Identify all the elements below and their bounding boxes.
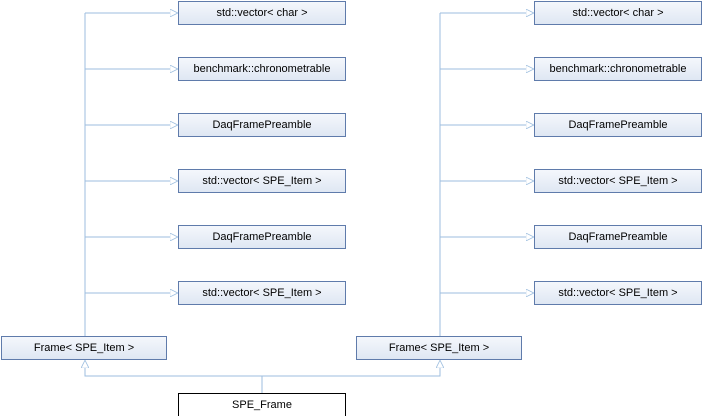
- right-base-chronometrable[interactable]: benchmark::chronometrable: [534, 57, 702, 81]
- left-base-daqframepreamble-2[interactable]: DaqFramePreamble: [178, 225, 346, 249]
- left-base-daqframepreamble[interactable]: DaqFramePreamble: [178, 113, 346, 137]
- main-to-left-frame-edge: [85, 361, 262, 377]
- main-to-right-frame-edge: [262, 361, 440, 377]
- left-base-chronometrable[interactable]: benchmark::chronometrable: [178, 57, 346, 81]
- right-frame-node[interactable]: Frame< SPE_Item >: [356, 336, 522, 360]
- left-base-vector-spe-item-2[interactable]: std::vector< SPE_Item >: [178, 281, 346, 305]
- right-base-vector-char[interactable]: std::vector< char >: [534, 1, 702, 25]
- left-base-vector-char[interactable]: std::vector< char >: [178, 1, 346, 25]
- left-base-vector-spe-item[interactable]: std::vector< SPE_Item >: [178, 169, 346, 193]
- right-base-vector-spe-item-2[interactable]: std::vector< SPE_Item >: [534, 281, 702, 305]
- right-base-daqframepreamble-2[interactable]: DaqFramePreamble: [534, 225, 702, 249]
- left-frame-node[interactable]: Frame< SPE_Item >: [1, 336, 167, 360]
- right-base-vector-spe-item[interactable]: std::vector< SPE_Item >: [534, 169, 702, 193]
- right-base-daqframepreamble[interactable]: DaqFramePreamble: [534, 113, 702, 137]
- spe-frame-node[interactable]: SPE_Frame: [178, 393, 346, 416]
